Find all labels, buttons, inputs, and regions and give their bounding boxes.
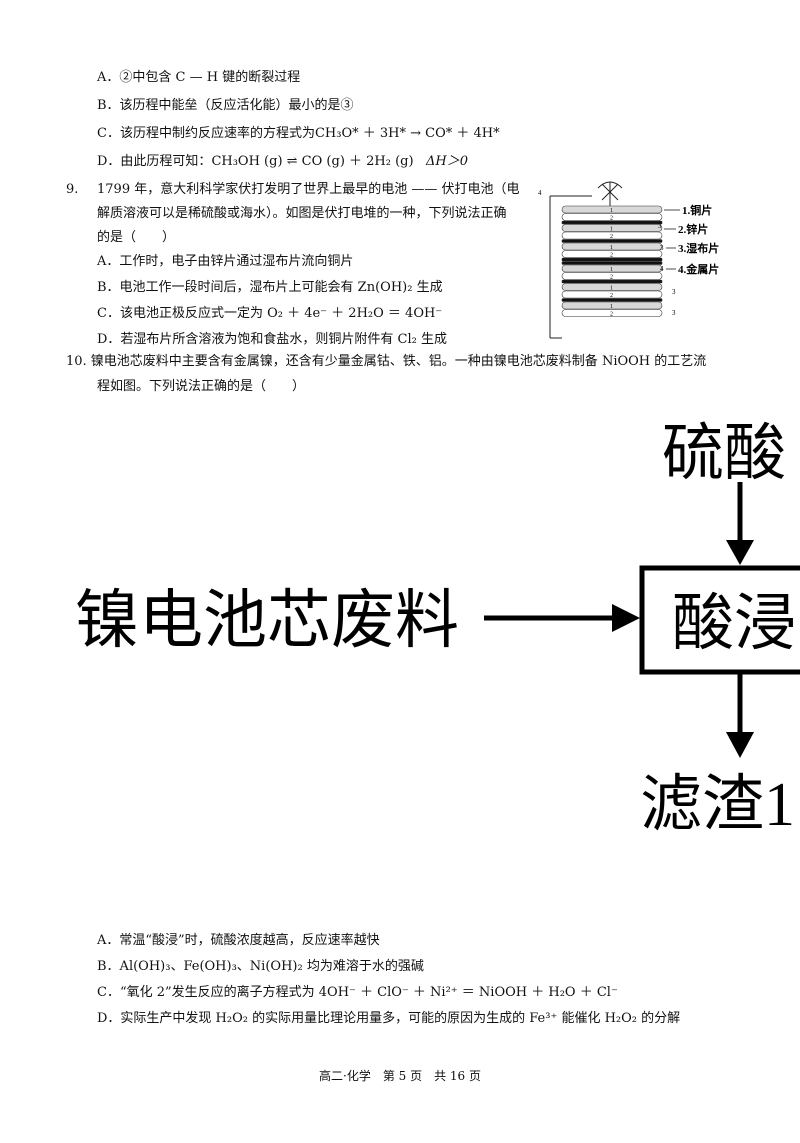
pile-layer-number: 2	[610, 312, 613, 318]
pile-layer-zn	[561, 213, 663, 221]
q10-stem-line2: 程如图。下列说法正确的是（ ）	[97, 379, 306, 394]
pile-layer-cu	[561, 205, 663, 214]
lamp-icon	[597, 181, 623, 201]
pile-layer-number: 1	[610, 227, 613, 233]
pile-layer-number: 2	[610, 275, 613, 281]
label-n3-b: 3	[660, 244, 664, 252]
arrow-waste-to-leach-head	[612, 604, 640, 632]
pile-layer-number: 1	[610, 304, 613, 310]
q9-option-a: A．工作时，电子由锌片通过湿布片流向铜片	[97, 254, 354, 269]
pile-layer-zn	[561, 250, 663, 258]
pile-layer-number: 1	[610, 208, 613, 214]
q9-stem-line1: 1799 年，意大利科学家伏打发明了世界上最早的电池 —— 伏打电池（电	[97, 182, 520, 197]
process-flow-diagram: 硫酸 镍电池芯废料 酸浸 滤渣1	[75, 420, 800, 839]
arrow-to-residue-head	[726, 732, 754, 758]
pile-layer-cloth	[561, 220, 663, 225]
q8-option-d-enthalpy: ΔH＞0	[425, 154, 468, 169]
pile-layer-cloth	[561, 257, 663, 262]
q10-option-c: C．“氧化 2”发生反应的离子方程式为 4OH⁻ ＋ ClO⁻ ＋ Ni²⁺ ＝…	[97, 985, 618, 1000]
pile-layer-cu	[561, 224, 663, 232]
pile-layer-metal	[561, 261, 663, 265]
pile-layer-number: 2	[610, 216, 613, 222]
pile-layer-cu	[561, 301, 663, 310]
q9-option-c: C．该电池正极反应式一定为 O₂ ＋ 4e⁻ ＋ 2H₂O ＝ 4OH⁻	[97, 306, 443, 321]
arrow-acid-in-head	[726, 540, 754, 565]
flow-step-acid-leach: 酸浸	[672, 590, 796, 658]
q9-option-b: B．电池工作一段时间后，湿布片上可能会有 Zn(OH)₂ 生成	[97, 280, 443, 295]
q8-option-d: D．由此历程可知：CH₃OH (g) ⇌ CO (g) ＋ 2H₂ (g) ΔH…	[97, 153, 468, 171]
label-zinc: 2.锌片	[678, 222, 708, 236]
pile-layer-number: 1	[610, 267, 613, 273]
pile-layer-cloth	[561, 239, 663, 243]
q8-option-b: B．该历程中能垒（反应活化能）最小的是③	[97, 98, 354, 113]
q8-option-d-text: D．由此历程可知：	[97, 154, 212, 169]
q10-stem-line1: 10. 镍电池芯废料中主要含有金属镍，还含有少量金属钴、铁、铝。一种由镍电池芯废…	[66, 354, 707, 369]
label-n4-top: 4	[538, 189, 542, 197]
label-n3-a: 3	[658, 222, 662, 230]
pile-layer-zn	[561, 309, 663, 317]
pile-layer-number: 2	[610, 253, 613, 259]
label-n4-right: 4	[660, 265, 664, 273]
label-copper: 1.铜片	[682, 203, 712, 217]
pile-layer-zn	[561, 231, 663, 240]
q10-option-a: A．常温“酸浸”时，硫酸浓度越高，反应速率越快	[97, 933, 380, 948]
flow-step-acid-leach-box	[639, 565, 800, 675]
label-wet-cloth: 3.湿布片	[678, 241, 719, 255]
pile-layer-cloth	[561, 279, 663, 284]
pile-layer-number: 1	[610, 245, 613, 251]
pile-layer-cu	[561, 264, 663, 273]
q9-number: 9.	[66, 182, 79, 197]
pile-layer-number: 1	[610, 286, 613, 292]
flow-input-waste: 镍电池芯废料	[75, 585, 459, 656]
flow-residue-1: 滤渣1	[640, 771, 795, 839]
label-n3-c: 3	[672, 288, 676, 296]
q8-option-c: C．该历程中制约反应速率的方程式为CH₃O* ＋ 3H* → CO* ＋ 4H*	[97, 125, 500, 143]
pile-layer-number: 2	[610, 293, 613, 299]
label-n3-d: 3	[672, 309, 676, 317]
pile-layer-cloth	[561, 298, 663, 302]
pile-layer-cu	[561, 242, 663, 251]
pile-layer-zn	[561, 272, 663, 280]
label-metal: 4.金属片	[678, 262, 719, 276]
q8-option-c-text: C．该历程中制约反应速率的方程式为	[97, 126, 315, 141]
pile-layer-cu	[561, 283, 663, 291]
pile-layer-zn	[561, 290, 663, 299]
q9-option-d: D．若湿布片所含溶液为饱和食盐水，则铜片附件有 Cl₂ 生成	[97, 332, 448, 347]
q8-option-a: A．②中包含 C — H 键的断裂过程	[97, 70, 301, 85]
page-footer: 高二·化学 第 5 页 共 16 页	[319, 1069, 481, 1083]
q9-stem-line2: 解质溶液可以是稀硫酸或海水）。如图是伏打电堆的一种，下列说法正确	[97, 206, 507, 221]
pile-layer-number: 2	[610, 234, 613, 240]
flow-reagent-sulfuric-acid: 硫酸	[662, 420, 786, 488]
q8-option-c-equation: CH₃O* ＋ 3H* → CO* ＋ 4H*	[314, 126, 500, 141]
q8-option-d-equation: CH₃OH (g) ⇌ CO (g) ＋ 2H₂ (g)	[211, 154, 414, 169]
q9-stem-line3: 的是（ ）	[97, 230, 176, 245]
q10-option-d: D．实际生产中发现 H₂O₂ 的实际用量比理论用量多，可能的原因为生成的 Fe³…	[97, 1011, 681, 1026]
q10-option-b: B．Al(OH)₃、Fe(OH)₃、Ni(OH)₂ 均为难溶于水的强碱	[97, 959, 424, 974]
